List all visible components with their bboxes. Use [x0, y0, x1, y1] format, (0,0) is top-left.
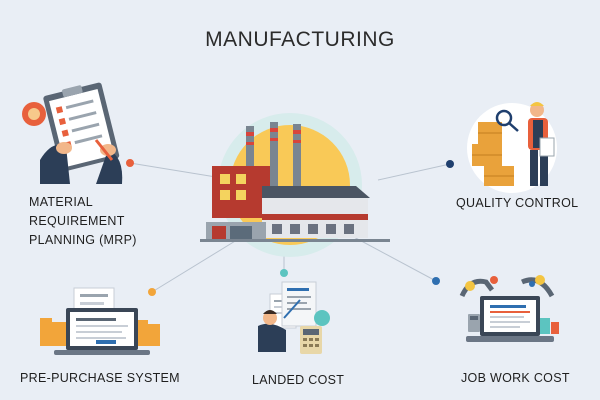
dot-landed	[280, 269, 288, 277]
node-label-jobwork: JOB WORK COST	[461, 371, 570, 385]
connector-quality	[377, 163, 451, 181]
node-label-mrp: MATERIAL REQUIREMENT PLANNING (MRP)	[29, 193, 137, 250]
connector-prepurchase	[151, 234, 246, 293]
mrp-label-line-3: PLANNING (MRP)	[29, 233, 137, 247]
dot-quality	[446, 160, 454, 168]
dot-prepurchase	[148, 288, 156, 296]
node-label-quality: QUALITY CONTROL	[456, 196, 579, 210]
dot-mrp	[126, 159, 134, 167]
connector-mrp	[129, 162, 223, 179]
connector-jobwork	[351, 235, 437, 282]
diagram-title: MANUFACTURING	[205, 28, 395, 51]
node-label-prepurchase: PRE-PURCHASE SYSTEM	[20, 371, 180, 385]
mrp-label-line-1: MATERIAL	[29, 195, 93, 209]
dot-jobwork	[432, 277, 440, 285]
mrp-label-line-2: REQUIREMENT	[29, 214, 125, 228]
node-label-landed: LANDED COST	[252, 373, 345, 387]
